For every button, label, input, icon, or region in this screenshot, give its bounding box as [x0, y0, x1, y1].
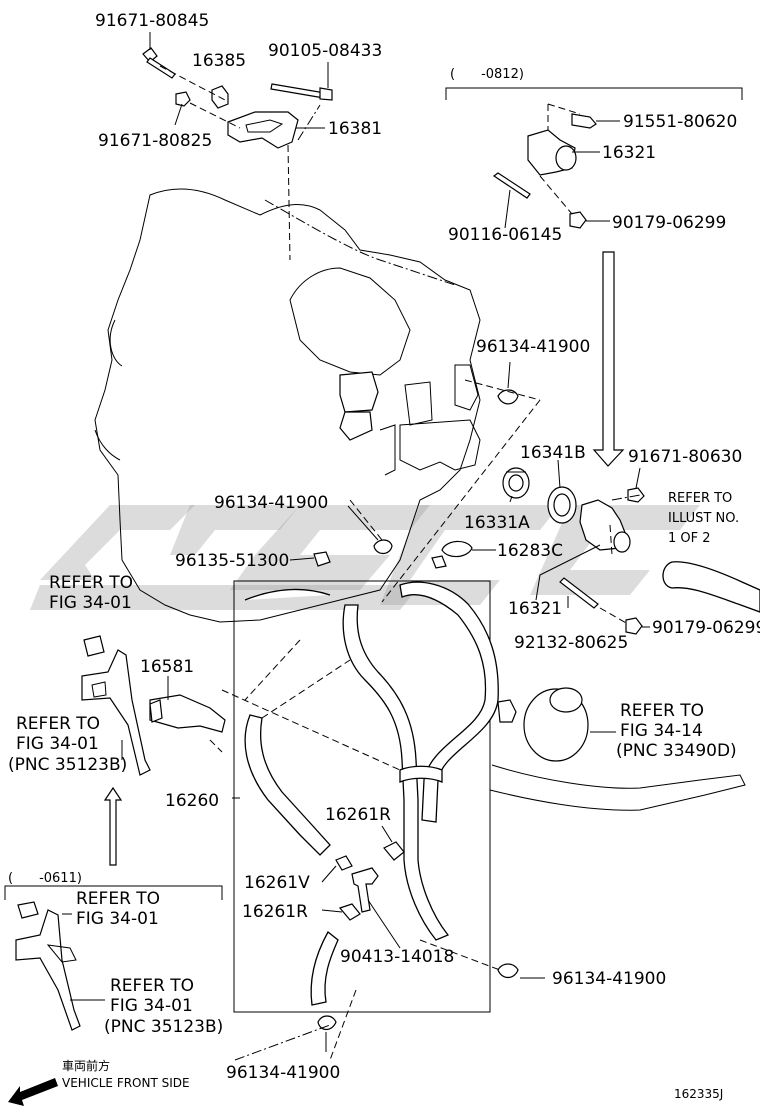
- label-16321-mid[interactable]: 16321: [508, 599, 562, 619]
- refer-fig3414-line1[interactable]: REFER TO: [620, 701, 704, 721]
- pipe-16261R-b: [338, 903, 361, 921]
- refer-fig3401d-line1[interactable]: REFER TO: [110, 976, 194, 996]
- refer-notes: REFER TO ILLUST NO. 1 OF 2 REFER TO FIG …: [8, 491, 739, 1037]
- label-16261R-a[interactable]: 16261R: [325, 805, 391, 825]
- bracket-16581: [149, 694, 226, 733]
- pipe-16261R-a: [383, 841, 405, 861]
- label-range-0611: ( -0611): [8, 871, 82, 886]
- watermark-logo: [30, 505, 700, 610]
- label-91671-80630[interactable]: 91671-80630: [628, 447, 742, 467]
- refer-fig3401a-line1[interactable]: REFER TO: [49, 573, 133, 593]
- reference-arrow: [592, 251, 625, 467]
- gasket-16341B: [547, 486, 577, 524]
- refer-illust-line1[interactable]: REFER TO: [668, 491, 732, 506]
- stud-90116-06145: [492, 172, 531, 199]
- diagram-code: 162335J: [674, 1087, 723, 1101]
- label-90179-06299-mid[interactable]: 90179-06299: [652, 618, 760, 638]
- refer-fig3401c-line2[interactable]: FIG 34-01: [76, 909, 159, 929]
- clamp-96134-41900-b: [373, 539, 393, 555]
- label-16385[interactable]: 16385: [192, 51, 246, 71]
- label-96134-41900-c[interactable]: 96134-41900: [552, 969, 666, 989]
- nut-90179-06299-top: [569, 211, 587, 229]
- label-96134-41900-a[interactable]: 96134-41900: [476, 337, 590, 357]
- refer-fig3401d-line2[interactable]: FIG 34-01: [110, 996, 193, 1016]
- oil-cooler: [489, 687, 746, 811]
- refer-fig3401b-line2[interactable]: FIG 34-01: [16, 734, 99, 754]
- label-90116-06145[interactable]: 90116-06145: [448, 225, 562, 245]
- label-91551-80620[interactable]: 91551-80620: [623, 112, 737, 132]
- tee-90413-14018: [351, 867, 379, 913]
- label-91671-80845[interactable]: 91671-80845: [95, 11, 209, 31]
- refer-fig3401d-line3[interactable]: (PNC 35123B): [104, 1017, 223, 1037]
- range-bracket-0812: [445, 87, 743, 100]
- up-arrow: [103, 786, 123, 866]
- label-16331A[interactable]: 16331A: [464, 513, 530, 533]
- outlet-16321-top: [527, 129, 577, 176]
- label-96135-51300[interactable]: 96135-51300: [175, 551, 289, 571]
- label-16260[interactable]: 16260: [165, 791, 219, 811]
- engine-block: [94, 188, 481, 623]
- bracket-35123B-upper: [81, 635, 151, 776]
- thermostat-16331A: [502, 467, 530, 499]
- refer-fig3414-line2[interactable]: FIG 34-14: [620, 721, 703, 741]
- label-range-0812: ( -0812): [450, 67, 524, 82]
- bolt-91551-80620: [571, 113, 597, 129]
- refer-fig3401b-line3[interactable]: (PNC 35123B): [8, 755, 127, 775]
- label-16381[interactable]: 16381: [328, 119, 382, 139]
- refer-illust-line2[interactable]: ILLUST NO.: [668, 511, 739, 526]
- pipe-16261V: [335, 855, 353, 871]
- label-16321-top[interactable]: 16321: [602, 143, 656, 163]
- part-labels: 91671-80845 16385 90105-08433 91671-8082…: [8, 11, 760, 1083]
- stud-92132-80625: [559, 577, 599, 609]
- refer-fig3401b-line1[interactable]: REFER TO: [16, 714, 100, 734]
- label-16581[interactable]: 16581: [140, 657, 194, 677]
- refer-fig3401a-line2[interactable]: FIG 34-01: [49, 593, 132, 613]
- clip-96135-51300: [313, 551, 331, 567]
- label-90413-14018[interactable]: 90413-14018: [340, 947, 454, 967]
- hose-assembly-box: [233, 580, 491, 1013]
- clamp-96134-41900-c: [497, 963, 519, 979]
- bolt-91671-80630: [627, 487, 645, 503]
- range-bracket-0611: [4, 885, 223, 900]
- nut-90179-06299-mid: [625, 617, 643, 635]
- label-16261V[interactable]: 16261V: [244, 873, 310, 893]
- hose-16260: [244, 581, 499, 1006]
- label-92132-80625[interactable]: 92132-80625: [514, 633, 628, 653]
- label-16261R-b[interactable]: 16261R: [242, 902, 308, 922]
- refer-illust-line3: 1 OF 2: [668, 531, 711, 546]
- clamp-96134-41900-d: [317, 1015, 337, 1031]
- refer-fig3401c-line1[interactable]: REFER TO: [76, 889, 160, 909]
- bracket-16381: [227, 111, 299, 149]
- clamp-96134-41900-a: [497, 389, 519, 405]
- label-96134-41900-b[interactable]: 96134-41900: [214, 493, 328, 513]
- bolt-91671-80845: [142, 47, 176, 79]
- label-90105-08433[interactable]: 90105-08433: [268, 41, 382, 61]
- vehicle-front-en: VEHICLE FRONT SIDE: [62, 1076, 190, 1090]
- hose-refer-illust: [662, 561, 760, 613]
- label-16341B[interactable]: 16341B: [520, 443, 586, 463]
- bracket-35123B-lower: [15, 901, 81, 1031]
- clamp-16283C: [431, 540, 473, 569]
- label-16283C[interactable]: 16283C: [497, 541, 563, 561]
- outlet-16321-mid: [579, 499, 631, 553]
- label-91671-80825[interactable]: 91671-80825: [98, 131, 212, 151]
- label-96134-41900-d[interactable]: 96134-41900: [226, 1063, 340, 1083]
- bolt-91671-80825: [175, 91, 191, 107]
- refer-fig3414-line3[interactable]: (PNC 33490D): [616, 741, 737, 761]
- stud-90105-08433: [270, 83, 333, 101]
- vehicle-front-arrow: [8, 1078, 58, 1106]
- vehicle-front-jp: 車両前方: [62, 1058, 110, 1073]
- leader-lines: [62, 32, 650, 1052]
- label-90179-06299-top[interactable]: 90179-06299: [612, 213, 726, 233]
